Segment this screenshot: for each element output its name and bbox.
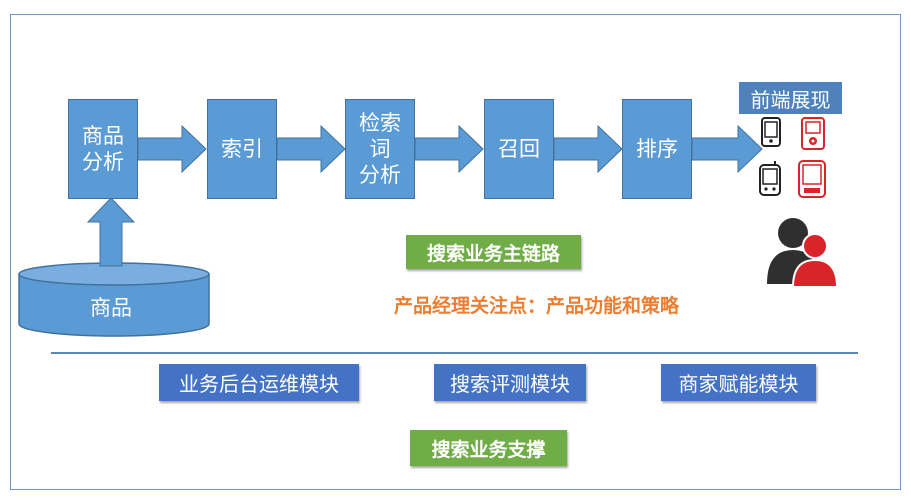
phone-icon — [798, 160, 826, 198]
ranking-box: 排序 — [622, 99, 692, 199]
products-database — [18, 262, 210, 337]
frontend-display-label: 前端展现 — [739, 82, 842, 114]
support-label: 搜索业务支撑 — [410, 430, 567, 466]
pm-focus-text: 产品经理关注点：产品功能和策略 — [394, 295, 680, 317]
phone-icon — [761, 117, 781, 147]
index-label: 索引 — [221, 137, 263, 161]
up-arrow — [86, 197, 136, 267]
recall-box: 召回 — [484, 99, 554, 199]
tablet-icon — [801, 117, 825, 150]
main-chain-label: 搜索业务主链路 — [406, 235, 581, 269]
arrow-ranking-to-frontend — [692, 124, 763, 174]
phone-icon — [759, 161, 781, 196]
index-box: 索引 — [207, 99, 277, 199]
ranking-label: 排序 — [636, 137, 678, 161]
product-analysis-box: 商品 分析 — [68, 99, 138, 199]
search-eval-module: 搜索评测模块 — [434, 364, 586, 401]
products-source-label: 商品 — [90, 296, 132, 320]
arrow-query-to-recall — [415, 124, 484, 174]
user-group-icon — [767, 218, 837, 288]
arrow-index-to-query — [277, 124, 346, 174]
product-analysis-label: 商品 分析 — [82, 124, 124, 174]
merchant-enable-module: 商家赋能模块 — [661, 364, 816, 401]
query-analysis-box: 检索 词 分析 — [345, 99, 415, 199]
arrow-analysis-to-index — [138, 124, 207, 174]
backend-ops-module: 业务后台运维模块 — [159, 364, 359, 401]
recall-label: 召回 — [498, 137, 540, 161]
query-analysis-label: 检索 词 分析 — [359, 111, 401, 187]
diagram-frame — [10, 14, 901, 490]
section-divider — [51, 352, 858, 354]
arrow-recall-to-ranking — [554, 124, 623, 174]
